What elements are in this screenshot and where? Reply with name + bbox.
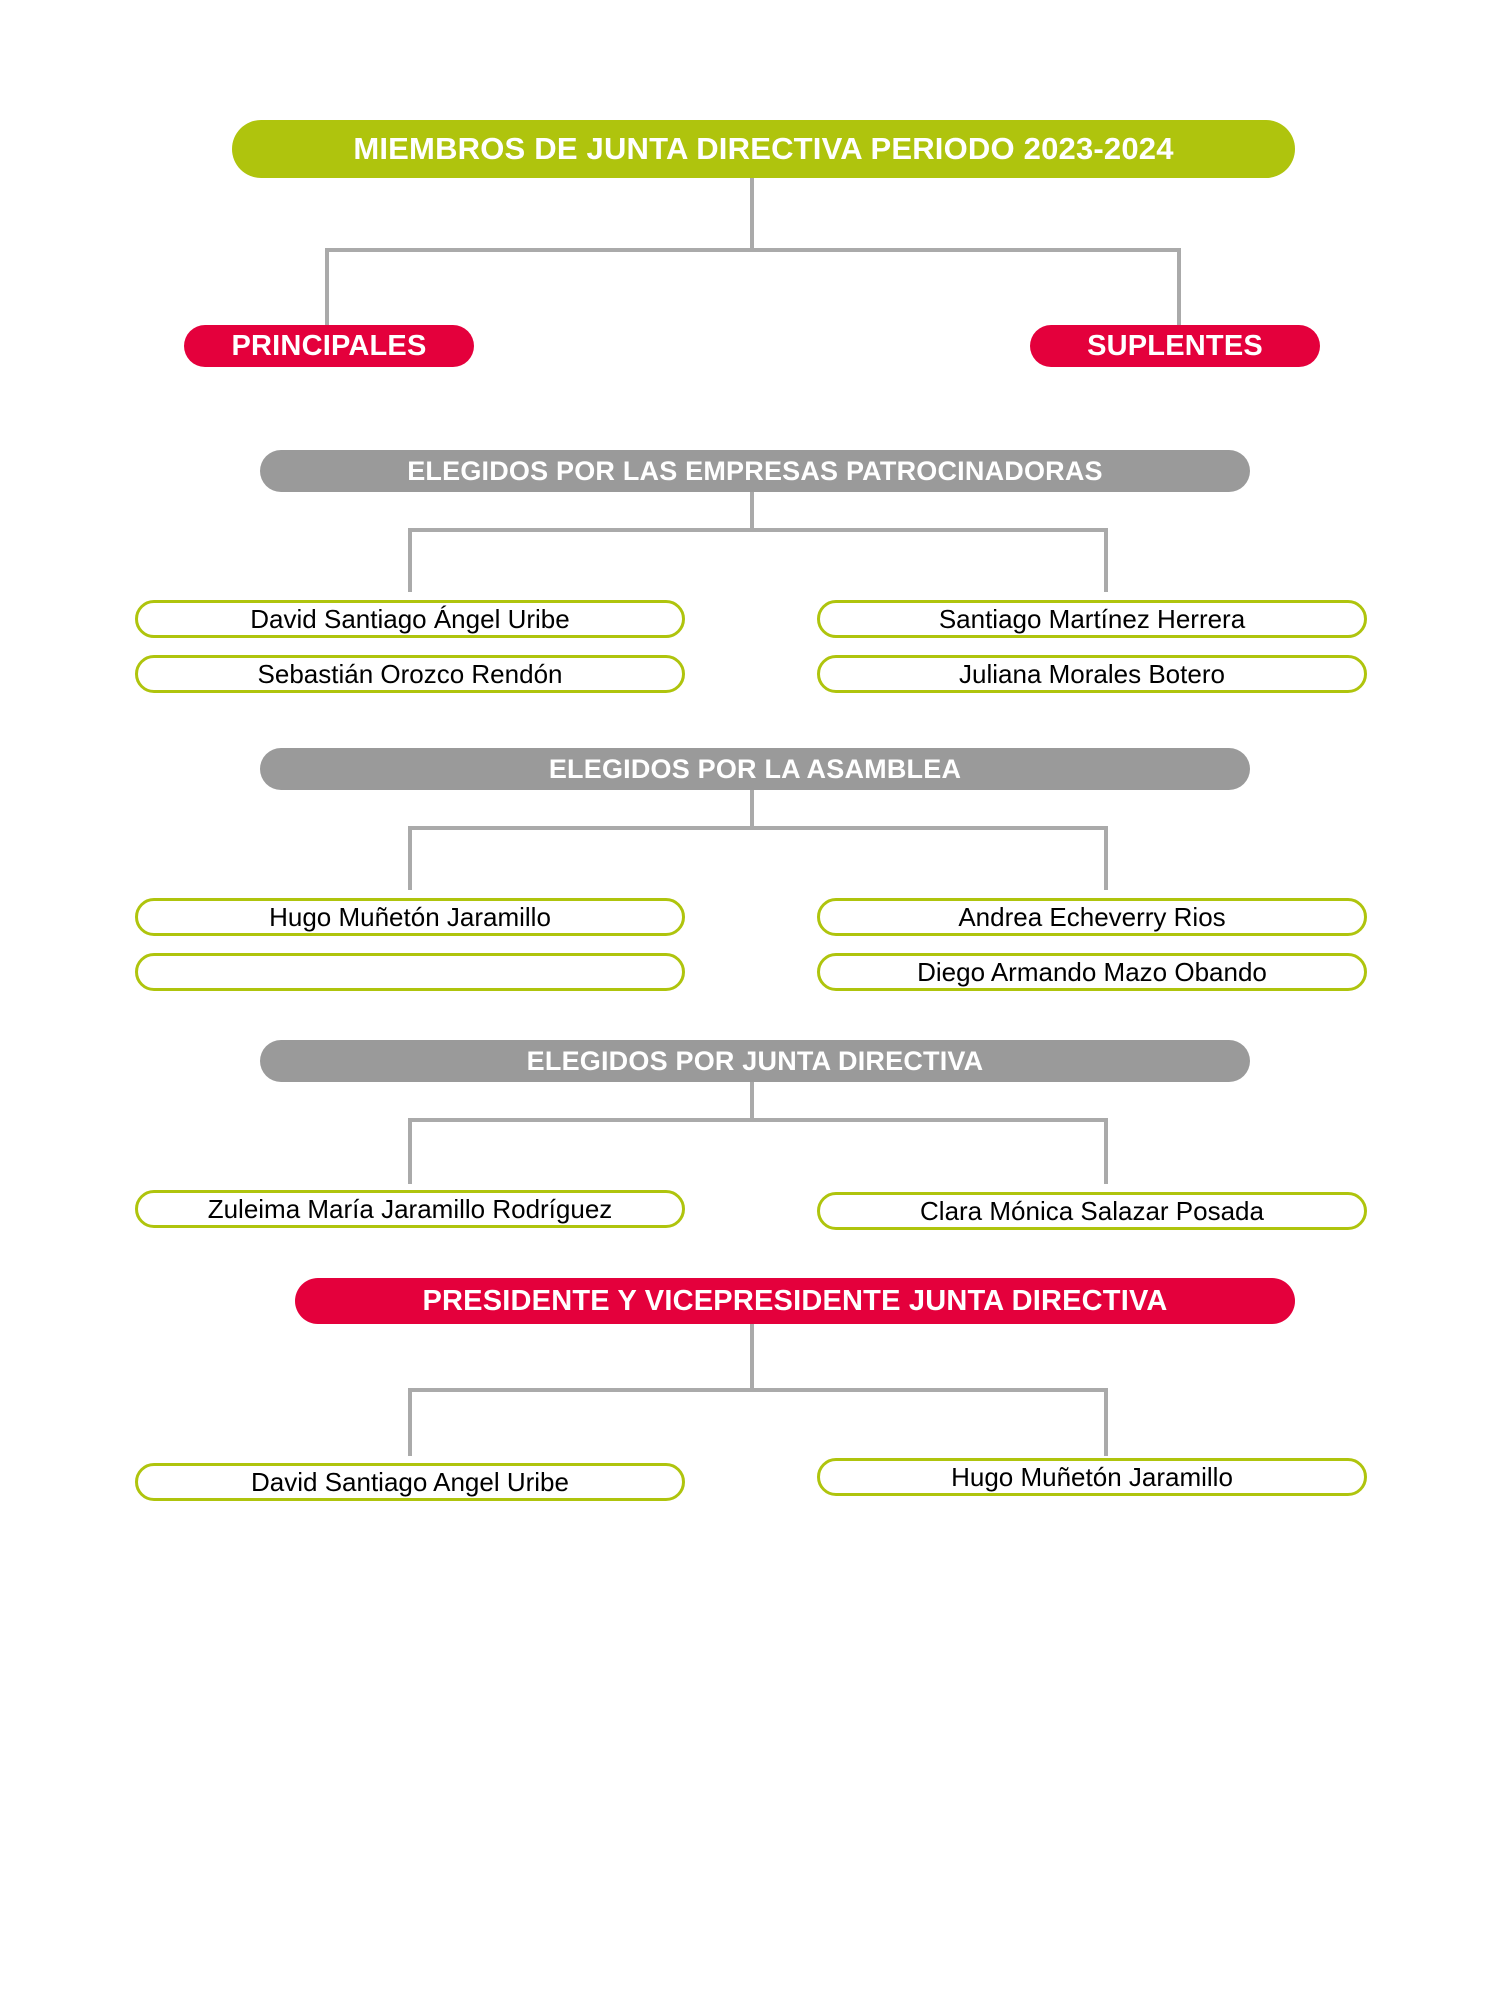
- member-pill: Diego Armando Mazo Obando: [817, 953, 1367, 991]
- connector-top-bus: [325, 248, 1181, 252]
- member-pill: Santiago Martínez Herrera: [817, 600, 1367, 638]
- connector-section2-drop-left: [408, 826, 412, 890]
- connector-section3-bus: [408, 1118, 1108, 1122]
- connector-section2-stem: [750, 790, 754, 828]
- connector-section3-stem: [750, 1082, 754, 1120]
- chart-title-banner: MIEMBROS DE JUNTA DIRECTIVA PERIODO 2023…: [232, 120, 1295, 178]
- connector-section1-stem: [750, 492, 754, 530]
- member-pill: Sebastián Orozco Rendón: [135, 655, 685, 693]
- member-pill: Clara Mónica Salazar Posada: [817, 1192, 1367, 1230]
- member-pill-empty: [135, 953, 685, 991]
- connector-section3-drop-right: [1104, 1118, 1108, 1184]
- member-pill: Hugo Muñetón Jaramillo: [817, 1458, 1367, 1496]
- connector-section3-drop-left: [408, 1118, 412, 1184]
- connector-section4-bus: [408, 1388, 1108, 1392]
- connector-section2-drop-right: [1104, 826, 1108, 890]
- connector-drop-suplentes: [1177, 248, 1181, 326]
- connector-drop-principales: [325, 248, 329, 326]
- member-pill: Hugo Muñetón Jaramillo: [135, 898, 685, 936]
- connector-section4-stem: [750, 1324, 754, 1390]
- section-header-junta-directiva: ELEGIDOS POR JUNTA DIRECTIVA: [260, 1040, 1250, 1082]
- member-pill: David Santiago Ángel Uribe: [135, 600, 685, 638]
- member-pill: David Santiago Angel Uribe: [135, 1463, 685, 1501]
- member-pill: Juliana Morales Botero: [817, 655, 1367, 693]
- section-header-empresas-patrocinadoras: ELEGIDOS POR LAS EMPRESAS PATROCINADORAS: [260, 450, 1250, 492]
- section-header-asamblea: ELEGIDOS POR LA ASAMBLEA: [260, 748, 1250, 790]
- connector-section4-drop-right: [1104, 1388, 1108, 1456]
- connector-section1-drop-right: [1104, 528, 1108, 592]
- connector-section2-bus: [408, 826, 1108, 830]
- connector-section1-bus: [408, 528, 1108, 532]
- connector-section1-drop-left: [408, 528, 412, 592]
- column-badge-principales: PRINCIPALES: [184, 325, 474, 367]
- section-header-presidente-vicepresidente: PRESIDENTE Y VICEPRESIDENTE JUNTA DIRECT…: [295, 1278, 1295, 1324]
- column-badge-suplentes: SUPLENTES: [1030, 325, 1320, 367]
- member-pill: Zuleima María Jaramillo Rodríguez: [135, 1190, 685, 1228]
- connector-title-stem: [750, 178, 754, 250]
- connector-section4-drop-left: [408, 1388, 412, 1456]
- member-pill: Andrea Echeverry Rios: [817, 898, 1367, 936]
